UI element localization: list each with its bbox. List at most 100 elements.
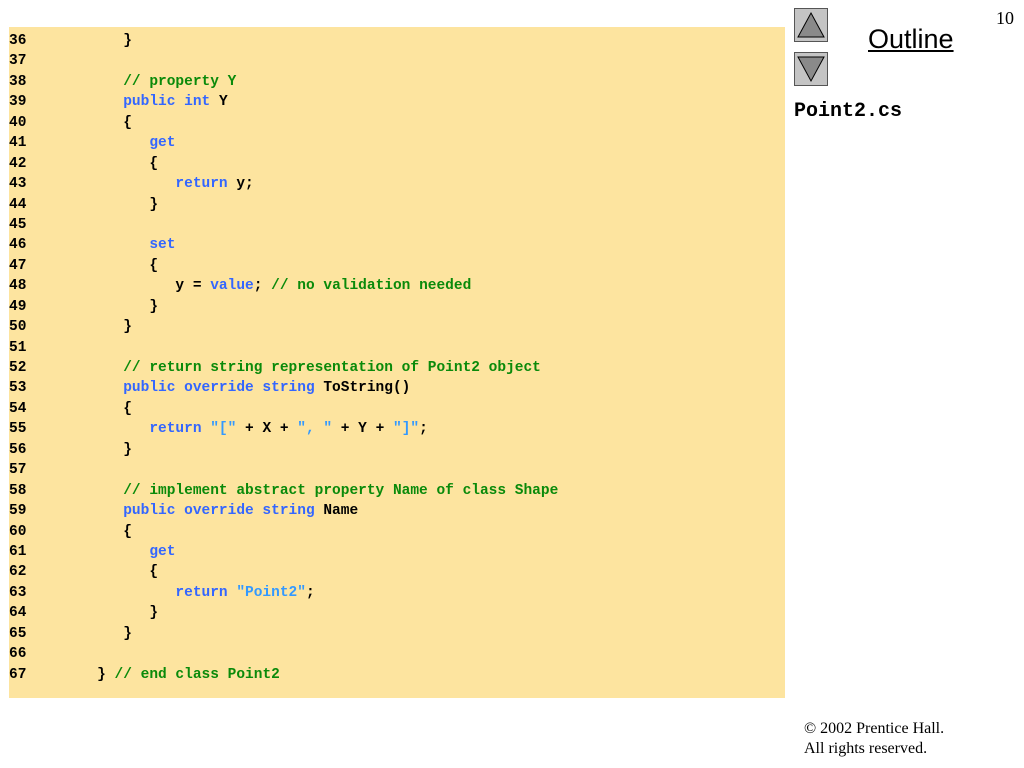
code-line: 58 // implement abstract property Name o…: [9, 481, 558, 501]
code-line: 50 }: [9, 317, 558, 337]
code-line: 54 {: [9, 399, 558, 419]
code-keyword: return: [71, 584, 237, 601]
code-keyword: get: [71, 543, 176, 560]
code-line: 49 }: [9, 297, 558, 317]
code-line: 46 set: [9, 235, 558, 255]
code-line: 42 {: [9, 154, 558, 174]
code-line: 39 public int Y: [9, 92, 558, 112]
code-line: 41 get: [9, 133, 558, 153]
line-number: 65: [9, 625, 27, 642]
line-number: 52: [9, 360, 27, 376]
line-number: 56: [9, 441, 27, 458]
copyright-line: © 2002 Prentice Hall.: [804, 720, 945, 737]
line-number: 62: [9, 564, 27, 581]
code-string: "[": [210, 421, 237, 438]
code-text: }: [71, 196, 159, 213]
code-line: 64 }: [9, 603, 558, 623]
code-text: Y: [218, 94, 228, 111]
code-line: 47 {: [9, 256, 558, 276]
triangle-down-icon: [797, 56, 825, 83]
triangle-up-icon: [797, 11, 825, 38]
code-line: 59 public override string Name: [9, 501, 558, 521]
line-number: 40: [9, 114, 27, 131]
code-text: {: [71, 400, 132, 417]
code-text: {: [71, 114, 132, 131]
line-number: 57: [9, 462, 27, 479]
line-number: 41: [9, 135, 27, 152]
code-text: ;: [419, 421, 428, 438]
code-line: 53 public override string ToString(): [9, 378, 558, 398]
code-text: + X +: [236, 421, 298, 438]
line-number: 36: [9, 33, 27, 49]
line-number: 43: [9, 176, 27, 193]
rights-line: All rights reserved.: [804, 740, 928, 757]
code-line: 52 // return string representation of Po…: [9, 358, 558, 378]
code-text: }: [71, 625, 132, 642]
code-line: 51: [9, 338, 558, 358]
line-number: 48: [9, 278, 27, 295]
code-line: 67 } // end class Point2: [9, 665, 558, 685]
code-line: 57: [9, 460, 558, 480]
code-text: + Y +: [332, 421, 393, 438]
line-number: 37: [9, 53, 27, 70]
code-line: 66: [9, 644, 558, 664]
code-line: 48 y = value; // no validation needed: [9, 276, 558, 296]
previous-slide-button[interactable]: [794, 8, 828, 42]
line-number: 46: [9, 237, 27, 254]
line-number: 58: [9, 482, 27, 499]
code-string: "]": [393, 421, 420, 438]
code-line: 37: [9, 51, 558, 71]
code-keyword: public override string: [71, 380, 324, 397]
code-line: 38 // property Y: [9, 72, 558, 92]
code-line: 40 {: [9, 113, 558, 133]
code-line: 44 }: [9, 195, 558, 215]
code-keyword: public int: [71, 94, 219, 111]
line-number: 44: [9, 196, 27, 213]
line-number: 51: [9, 339, 27, 356]
code-text: ;: [305, 584, 315, 601]
code-keyword: get: [71, 135, 176, 152]
line-number: 63: [9, 584, 27, 601]
code-text: }: [71, 441, 132, 458]
code-line: 65 }: [9, 624, 558, 644]
code-line: 36 }: [9, 31, 558, 51]
line-number: 47: [9, 257, 27, 274]
file-name-label: Point2.cs: [794, 100, 903, 123]
line-number: 49: [9, 298, 27, 315]
line-number: 55: [9, 421, 27, 438]
code-text: }: [71, 319, 132, 336]
code-text: {: [71, 523, 132, 540]
code-text: Name: [323, 503, 359, 520]
line-number: 39: [9, 94, 27, 111]
code-line: 61 get: [9, 542, 558, 562]
code-comment: // implement abstract property Name of c…: [71, 482, 559, 499]
code-text: }: [71, 298, 159, 315]
code-text: }: [71, 605, 159, 622]
code-string: "Point2": [236, 584, 306, 601]
outline-link[interactable]: Outline: [868, 24, 954, 54]
line-number: 64: [9, 605, 27, 622]
code-text: ;: [253, 278, 272, 295]
code-line: 63 return "Point2";: [9, 583, 558, 603]
code-keyword: return: [71, 421, 211, 438]
line-number: 59: [9, 503, 27, 520]
code-string: ", ": [297, 421, 333, 438]
line-number: 67: [9, 666, 27, 683]
code-keyword: public override string: [71, 503, 324, 520]
code-line: 56 }: [9, 440, 558, 460]
code-line: 60 {: [9, 522, 558, 542]
code-keyword: value: [210, 278, 254, 295]
next-slide-button[interactable]: [794, 52, 828, 86]
code-line: 43 return y;: [9, 174, 558, 194]
code-keyword: set: [71, 237, 176, 254]
code-text: }: [71, 33, 132, 49]
code-comment: // end class Point2: [114, 666, 280, 683]
code-line: 55 return "[" + X + ", " + Y + "]";: [9, 419, 558, 439]
code-text: {: [71, 257, 159, 274]
line-number: 38: [9, 73, 27, 90]
code-panel: [9, 27, 785, 698]
line-number: 54: [9, 400, 27, 417]
line-number: 45: [9, 216, 27, 233]
code-text: ToString(): [323, 380, 411, 397]
